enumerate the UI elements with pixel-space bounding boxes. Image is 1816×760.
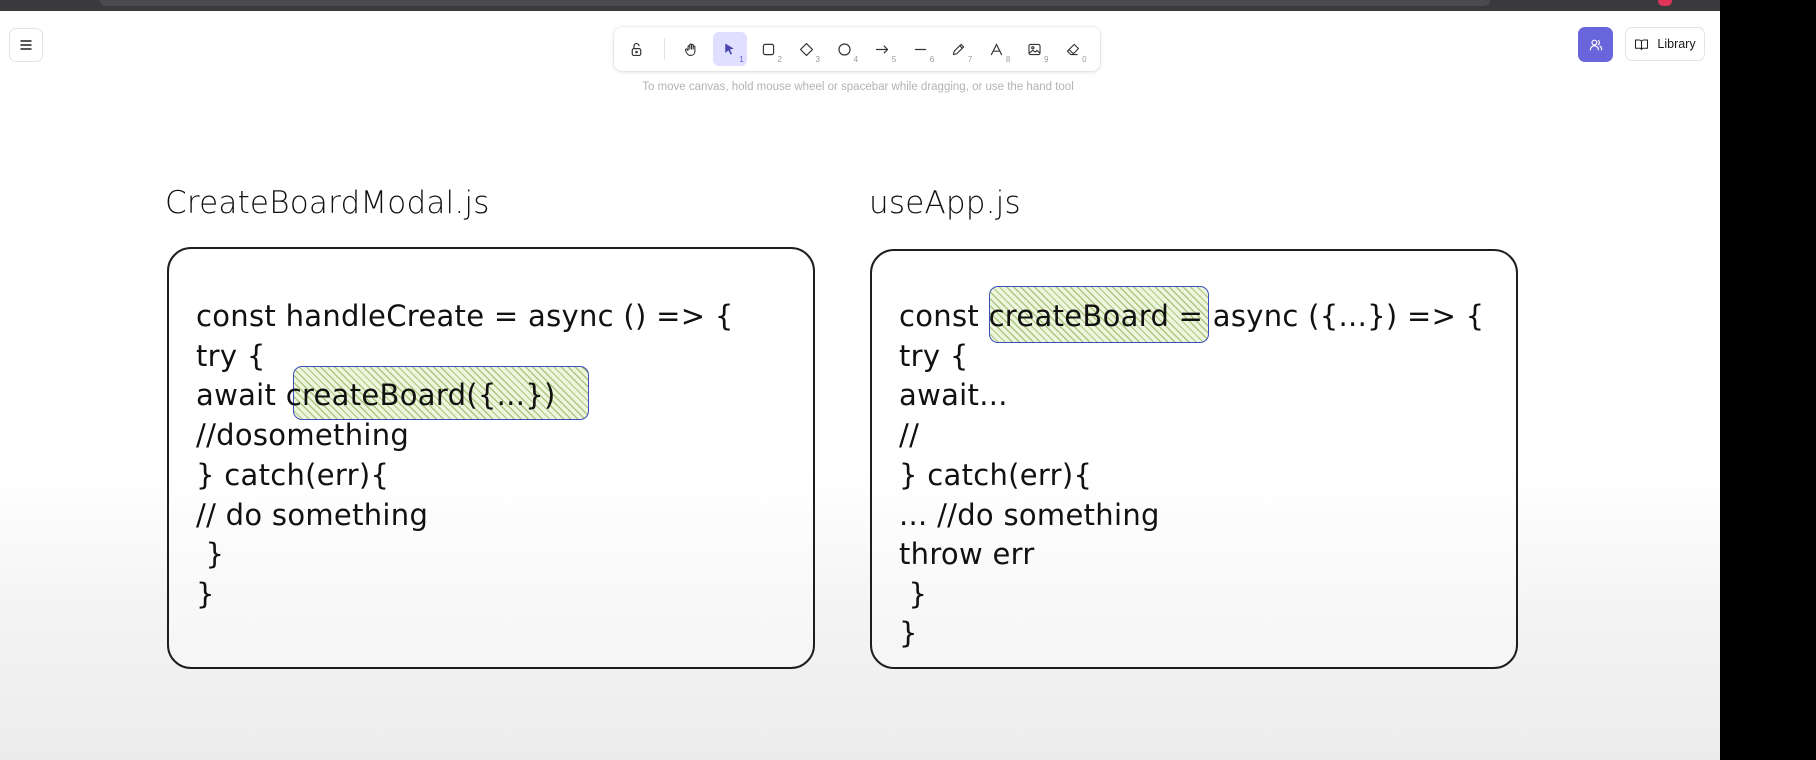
shapes-toolbar: 1 2 3 4 5 (614, 27, 1100, 71)
canvas-hint: To move canvas, hold mouse wheel or spac… (642, 81, 1074, 93)
tool-key: 9 (1044, 55, 1049, 64)
tool-text[interactable]: 8 (980, 32, 1014, 66)
eraser-icon (1067, 43, 1080, 55)
rectangle-icon (762, 43, 774, 55)
drawing-canvas[interactable]: 1 2 3 4 5 (0, 0, 1720, 760)
code-line: } (196, 577, 215, 611)
diamond-icon (799, 42, 813, 56)
tool-ellipse[interactable]: 4 (827, 32, 861, 66)
file-title-right[interactable]: useApp.js (869, 185, 1021, 221)
code-line: } (196, 537, 225, 571)
library-label: Library (1657, 37, 1696, 51)
toolbar-separator (664, 38, 666, 60)
code-line: const createBoard = async ({...}) => { (899, 299, 1485, 333)
text-icon (990, 42, 1003, 55)
tool-key: 5 (891, 55, 897, 64)
lock-open-icon (631, 42, 642, 56)
code-line: const handleCreate = async () => { (196, 299, 734, 333)
code-line: //dosomething (196, 418, 410, 452)
users-icon (1589, 39, 1602, 50)
tool-lock[interactable] (620, 32, 654, 66)
tool-key: 8 (1005, 55, 1011, 64)
tool-key: 4 (853, 55, 859, 64)
tool-hand[interactable] (675, 32, 709, 66)
tool-key: 0 (1082, 55, 1087, 64)
tool-key: 7 (967, 55, 973, 64)
code-line: } (899, 577, 928, 611)
highlight-createboard-call[interactable] (293, 366, 589, 420)
line-icon (914, 48, 927, 50)
browser-top-strip (0, 0, 1720, 11)
ellipse-icon (838, 42, 851, 56)
file-title-left[interactable]: CreateBoardModal.js (165, 185, 490, 221)
image-icon (1028, 43, 1041, 55)
code-line: } catch(err){ (196, 458, 390, 492)
tool-diamond[interactable]: 3 (789, 32, 823, 66)
code-line: await... (899, 378, 1008, 412)
code-box-left[interactable] (167, 247, 815, 669)
arrow-icon (875, 45, 888, 53)
code-line: try { (899, 339, 969, 373)
pointer-icon (725, 43, 735, 55)
code-line: ... //do something (899, 498, 1160, 532)
code-line: try { (196, 339, 266, 373)
tool-line[interactable]: 6 (904, 32, 938, 66)
pencil-icon (952, 43, 965, 55)
tool-rectangle[interactable]: 2 (751, 32, 785, 66)
collaborate-button[interactable] (1578, 27, 1613, 62)
top-bar (100, 0, 1490, 6)
tool-key: 6 (929, 55, 935, 64)
hamburger-icon (20, 40, 32, 50)
book-open-icon (1635, 38, 1649, 50)
main-menu-button[interactable] (9, 28, 43, 62)
code-line: // (899, 418, 920, 452)
tool-eraser[interactable]: 0 (1056, 32, 1090, 66)
library-button[interactable]: Library (1625, 27, 1705, 61)
code-line: } (899, 616, 918, 650)
tool-image[interactable]: 9 (1018, 32, 1052, 66)
code-line: throw err (899, 537, 1035, 571)
tool-arrow[interactable]: 5 (865, 32, 899, 66)
hand-icon (685, 42, 696, 56)
code-line: await createBoard({...}) (196, 378, 556, 412)
tool-selection[interactable]: 1 (713, 32, 747, 66)
code-line: // do something (196, 498, 429, 532)
notification-dot (1658, 0, 1672, 6)
code-line: } catch(err){ (899, 458, 1093, 492)
tool-key: 3 (815, 55, 820, 64)
highlight-createboard-def[interactable] (989, 286, 1209, 343)
tool-key: 2 (777, 55, 782, 64)
tool-draw[interactable]: 7 (942, 32, 976, 66)
tool-key: 1 (739, 55, 744, 64)
